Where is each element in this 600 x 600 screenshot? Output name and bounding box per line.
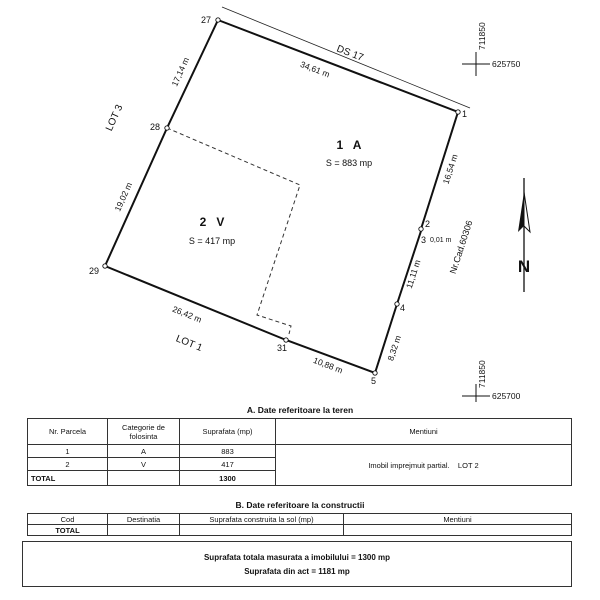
north-arrow-icon: N — [518, 178, 531, 292]
coordinate-cross-top: 711850 625750 — [462, 22, 521, 76]
vertex-2 — [418, 226, 424, 232]
vertex-4 — [394, 301, 400, 307]
row-1-suprafata: 883 — [179, 444, 276, 458]
vertex-31 — [283, 337, 289, 343]
vertex-1 — [455, 109, 461, 115]
header-mentiuni-b: Mentiuni — [343, 513, 572, 525]
neighbor-east-label: Nr.Cad.60306 — [448, 219, 475, 275]
vertex-28 — [164, 125, 170, 131]
parcel-2-name: 2 V — [200, 215, 225, 229]
header-nr-parcela: Nr. Parcela — [27, 418, 108, 445]
easting-label: 625750 — [492, 59, 521, 69]
coordinate-cross-bottom: 711850 625700 — [462, 360, 521, 402]
parcel-outline — [103, 18, 460, 375]
row-2-categorie: V — [107, 457, 180, 471]
distance-label: 8,32 m — [385, 334, 403, 362]
neighbor-west-label: LOT 3 — [104, 103, 125, 133]
distance-label: 10,88 m — [312, 355, 344, 375]
total-b-label: TOTAL — [27, 524, 108, 536]
header-cod: Cod — [27, 513, 108, 525]
header-suprafata: Suprafata (mp) — [179, 418, 276, 445]
vertex-29 — [102, 263, 108, 269]
row-1-categorie: A — [107, 444, 180, 458]
parcel-2-area: S = 417 mp — [189, 236, 235, 246]
parcel-division-line — [166, 127, 301, 335]
header-mentiuni: Mentiuni — [275, 418, 572, 445]
distance-label: 0,01 m — [430, 237, 452, 244]
row-1-nr: 1 — [27, 444, 108, 458]
point-label: 5 — [371, 376, 376, 386]
section-a-title: A. Date referitoare la teren — [246, 405, 354, 415]
total-label: TOTAL — [27, 470, 108, 486]
parcel-1-area: S = 883 mp — [326, 158, 372, 168]
road-boundary-line — [221, 6, 471, 109]
point-label: 27 — [201, 15, 211, 25]
point-label: 28 — [150, 122, 160, 132]
cadastral-plan: 27 1 2 3 4 5 31 29 28 34,61 m 16,54 m 0,… — [89, 6, 531, 402]
row-2-nr: 2 — [27, 457, 108, 471]
vertex-5 — [372, 370, 378, 376]
point-label: 2 — [425, 219, 430, 229]
total-b-empty-3 — [343, 524, 572, 536]
easting-label: 625700 — [492, 391, 521, 401]
total-value: 1300 — [179, 470, 276, 486]
section-b-title: B. Date referitoare la constructii — [235, 500, 365, 510]
land-data-table: Nr. Parcela Categorie de folosinta Supra… — [27, 418, 572, 486]
point-label: 31 — [277, 343, 287, 353]
point-label: 3 — [421, 235, 426, 245]
parcel-1-name: 1 A — [337, 138, 362, 152]
point-label: 29 — [89, 266, 99, 276]
header-destinatia: Destinatia — [107, 513, 180, 525]
area-summary-box: Suprafata totala masurata a imobilului =… — [22, 541, 572, 587]
northing-label: 711850 — [477, 360, 487, 388]
total-empty — [107, 470, 180, 486]
total-measured-area: Suprafata totala masurata a imobilului =… — [203, 553, 391, 562]
northing-label: 711850 — [477, 22, 487, 50]
vertex-27 — [215, 17, 221, 23]
total-b-empty-2 — [179, 524, 344, 536]
header-suprafata-construita: Suprafata construita la sol (mp) — [179, 513, 344, 525]
deed-area: Suprafata din act = 1181 mp — [244, 567, 350, 576]
distance-label: 26,42 m — [171, 304, 203, 325]
total-b-empty-1 — [107, 524, 180, 536]
mentiuni-cell: Imobil imprejmuit partial. LOT 2 — [275, 444, 572, 486]
neighbor-north-label: DS 17 — [335, 44, 365, 64]
row-2-suprafata: 417 — [179, 457, 276, 471]
construction-data-table: Cod Destinatia Suprafata construita la s… — [27, 513, 572, 536]
point-label: 4 — [400, 303, 405, 313]
north-label: N — [518, 257, 530, 276]
vertex-markers — [102, 17, 461, 376]
point-label: 1 — [462, 109, 467, 119]
neighbor-south-label: LOT 1 — [174, 333, 204, 354]
header-categorie: Categorie de folosinta — [107, 418, 180, 445]
